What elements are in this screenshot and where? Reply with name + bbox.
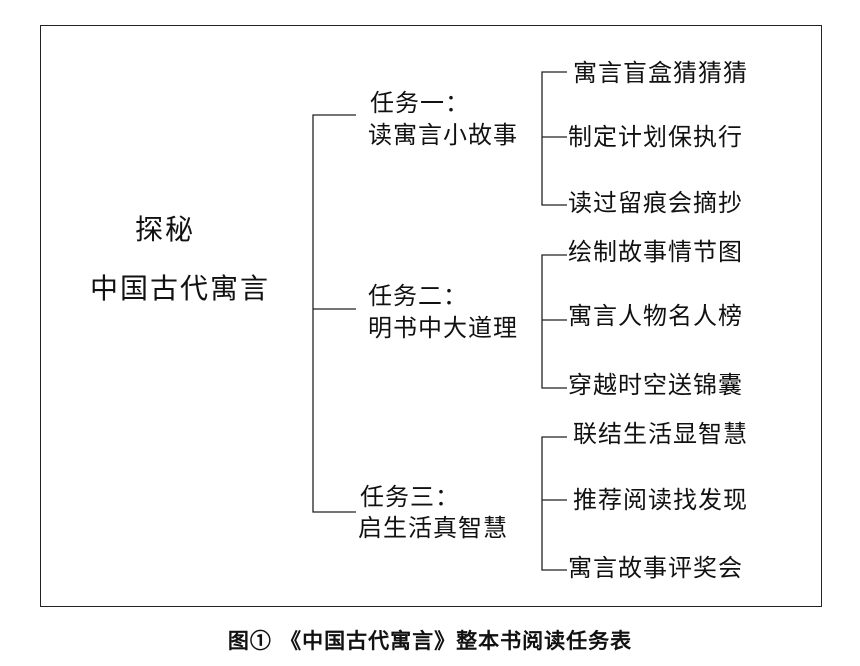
task1-item-3: 读过留痕会摘抄: [568, 189, 743, 217]
task2-item-2: 寓言人物名人榜: [568, 302, 743, 330]
figure-caption: 图① 《中国古代寓言》整本书阅读任务表: [227, 628, 633, 653]
task3-bracket: [541, 436, 567, 571]
task2-item-3: 穿越时空送锦囊: [568, 371, 743, 399]
task3-item-2: 推荐阅读找发现: [573, 486, 748, 514]
task1-item-1: 寓言盲盒猜猜猜: [573, 59, 748, 87]
task2-item-1: 绘制故事情节图: [568, 238, 743, 266]
task3-title: 任务三：: [360, 483, 460, 511]
task1-subtitle: 读寓言小故事: [368, 121, 518, 149]
root-title-line2: 中国古代寓言: [90, 272, 271, 305]
task3-item-1: 联结生活显智慧: [573, 420, 748, 448]
task2-subtitle: 明书中大道理: [368, 314, 518, 342]
task3-subtitle: 启生活真智慧: [358, 514, 508, 542]
task1-item-2: 制定计划保执行: [568, 123, 743, 151]
root-title-line1: 探秘: [135, 213, 196, 246]
task2-bracket: [541, 254, 567, 389]
task1-title: 任务一：: [370, 89, 470, 117]
diagram-frame: [40, 25, 822, 607]
task2-title: 任务二：: [368, 282, 468, 310]
main-bracket: [312, 114, 356, 513]
task3-item-3: 寓言故事评奖会: [568, 554, 743, 582]
task1-bracket: [541, 71, 567, 206]
